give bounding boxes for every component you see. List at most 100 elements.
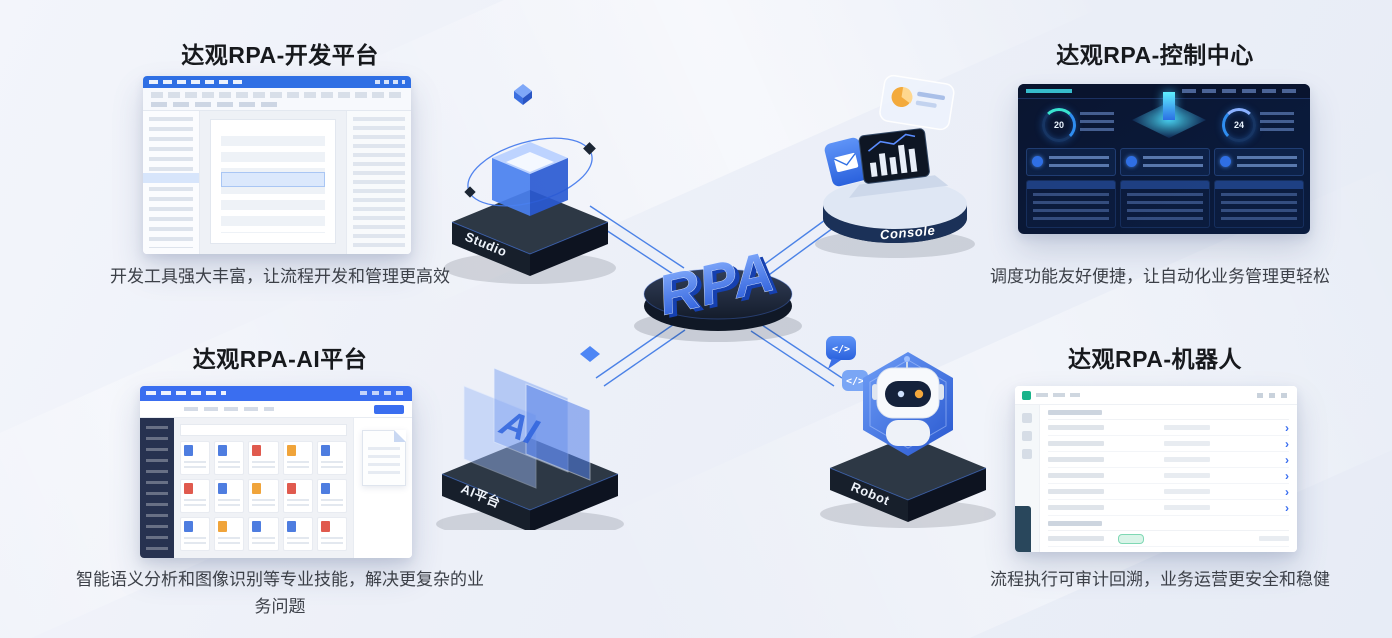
list-row: ›: [1048, 484, 1289, 500]
ai-screenshot-toolbar: [140, 401, 412, 418]
dashboard-stat-lines: [1260, 112, 1294, 132]
ai-screenshot-primary-button: [374, 405, 404, 414]
robot-head-icon: [872, 356, 944, 446]
hub-connection-lines: [579, 205, 845, 387]
rail-tab: [1015, 506, 1031, 552]
rail-icon: [1022, 431, 1032, 441]
section-caption-dev-platform: 开发工具强大丰富，让流程开发和管理更高效: [110, 267, 450, 286]
dashboard-gauge-left: 20: [1042, 108, 1076, 142]
dev-screenshot-body: [143, 111, 411, 254]
doc-card: [282, 517, 313, 551]
mail-ribbon-icon: [824, 137, 868, 187]
doc-card: [214, 517, 245, 551]
doc-card: [214, 479, 245, 513]
dev-platform-screenshot: [143, 76, 411, 254]
dashboard-isometric-graphic: [1130, 90, 1208, 140]
chevron-right-icon: ›: [1285, 452, 1289, 467]
doc-card: [316, 441, 347, 475]
window-controls-icon: [1257, 393, 1291, 398]
ai-panels-icon: AI: [463, 367, 591, 489]
svg-text:</>: </>: [846, 376, 864, 387]
robot-screenshot-titlebar: [1015, 386, 1297, 405]
dev-screenshot-titlebar: [143, 76, 411, 88]
studio-cube-icon: [492, 142, 568, 216]
control-center-screenshot: 20 24: [1018, 84, 1310, 234]
dashboard-user-card: [1120, 148, 1210, 176]
section-caption-ai-platform: 智能语义分析和图像识别等专业技能，解决更复杂的业务问题: [76, 570, 484, 617]
section-caption-control-center: 调度功能友好便捷，让自动化业务管理更轻松: [990, 267, 1330, 286]
doc-card: [282, 479, 313, 513]
code-bubble-icon: </>: [826, 336, 856, 369]
orbit-satellite-cube: [464, 186, 476, 198]
dev-screenshot-selected-row: [143, 173, 199, 183]
robot-node: </> </> Robo: [820, 336, 996, 528]
ai-screenshot-main: [174, 418, 353, 558]
dashboard-table-column: [1026, 180, 1116, 228]
dashboard-user-card: [1214, 148, 1304, 176]
rail-icon: [1022, 413, 1032, 423]
console-node-label: Console: [879, 223, 936, 243]
list-row: ›: [1048, 436, 1289, 452]
dev-screenshot-tree-panel: [143, 111, 200, 254]
ai-screenshot-header: [140, 386, 412, 401]
list-row: ›: [1048, 500, 1289, 516]
ai-platform-screenshot: [140, 386, 412, 558]
console-node: Console: [815, 74, 975, 258]
section-title-ai-platform: 达观RPA-AI平台: [192, 346, 368, 372]
status-badge: [1118, 533, 1144, 544]
chevron-right-icon: ›: [1285, 420, 1289, 435]
ai-screenshot-body: [140, 418, 412, 558]
floating-diamond-icon: [580, 346, 600, 362]
laptop-chart-icon: [849, 128, 949, 198]
code-bubble-icon: </>: [842, 370, 868, 391]
section-title-dev-platform: 达观RPA-开发平台: [181, 42, 379, 68]
studio-node: Studio: [444, 84, 616, 284]
chevron-right-icon: ›: [1285, 468, 1289, 483]
dev-screenshot-properties-panel: [346, 111, 411, 254]
ai-screenshot-card-grid: [180, 441, 347, 551]
robot-client-screenshot: › › › › › ›: [1015, 386, 1297, 552]
list-section-header: [1048, 405, 1289, 420]
list-row: ›: [1048, 452, 1289, 468]
robot-app-logo-icon: [1022, 391, 1031, 400]
chevron-right-icon: ›: [1285, 484, 1289, 499]
doc-card: [248, 517, 279, 551]
dev-screenshot-form: [210, 119, 336, 244]
section-caption-robot: 流程执行可审计回溯，业务运营更安全和稳健: [990, 570, 1330, 589]
ai-screenshot-sidebar: [140, 418, 174, 558]
list-row: ›: [1048, 468, 1289, 484]
section-title-control-center: 达观RPA-控制中心: [1056, 42, 1254, 68]
ai-node: AI AI平台: [436, 346, 624, 530]
ai-screenshot-preview-panel: [353, 418, 412, 558]
dashboard-user-card: [1026, 148, 1116, 176]
doc-card: [214, 441, 245, 475]
robot-screenshot-rail: [1015, 405, 1040, 552]
chevron-right-icon: ›: [1285, 436, 1289, 451]
list-row-with-status: [1048, 531, 1289, 547]
doc-card: [316, 479, 347, 513]
orbit-satellite-cube: [583, 142, 596, 155]
ai-screenshot-filterbar: [180, 424, 347, 436]
robot-screenshot-body: › › › › › ›: [1015, 405, 1297, 552]
dev-screenshot-form-highlight: [221, 172, 325, 187]
rail-icon: [1022, 449, 1032, 459]
dashboard-gauge-right: 24: [1222, 108, 1256, 142]
doc-card: [180, 517, 211, 551]
gauge-left-value: 20: [1053, 120, 1064, 130]
chart-card-icon: [879, 74, 955, 131]
section-title-robot: 达观RPA-机器人: [1067, 346, 1242, 372]
svg-text:</>: </>: [832, 344, 850, 355]
doc-card: [316, 517, 347, 551]
floating-diamond-icon: [514, 84, 532, 105]
gauge-right-value: 24: [1233, 120, 1244, 130]
list-section-header: [1048, 516, 1289, 531]
doc-card: [180, 441, 211, 475]
dashboard-table-column: [1120, 180, 1210, 228]
center-illustration: RPA RPA Studio: [436, 74, 996, 530]
rpa-hub: RPA RPA: [634, 239, 802, 342]
dev-screenshot-canvas: [200, 111, 346, 254]
doc-card: [248, 479, 279, 513]
dashboard-stat-lines: [1080, 112, 1114, 132]
doc-card: [180, 479, 211, 513]
